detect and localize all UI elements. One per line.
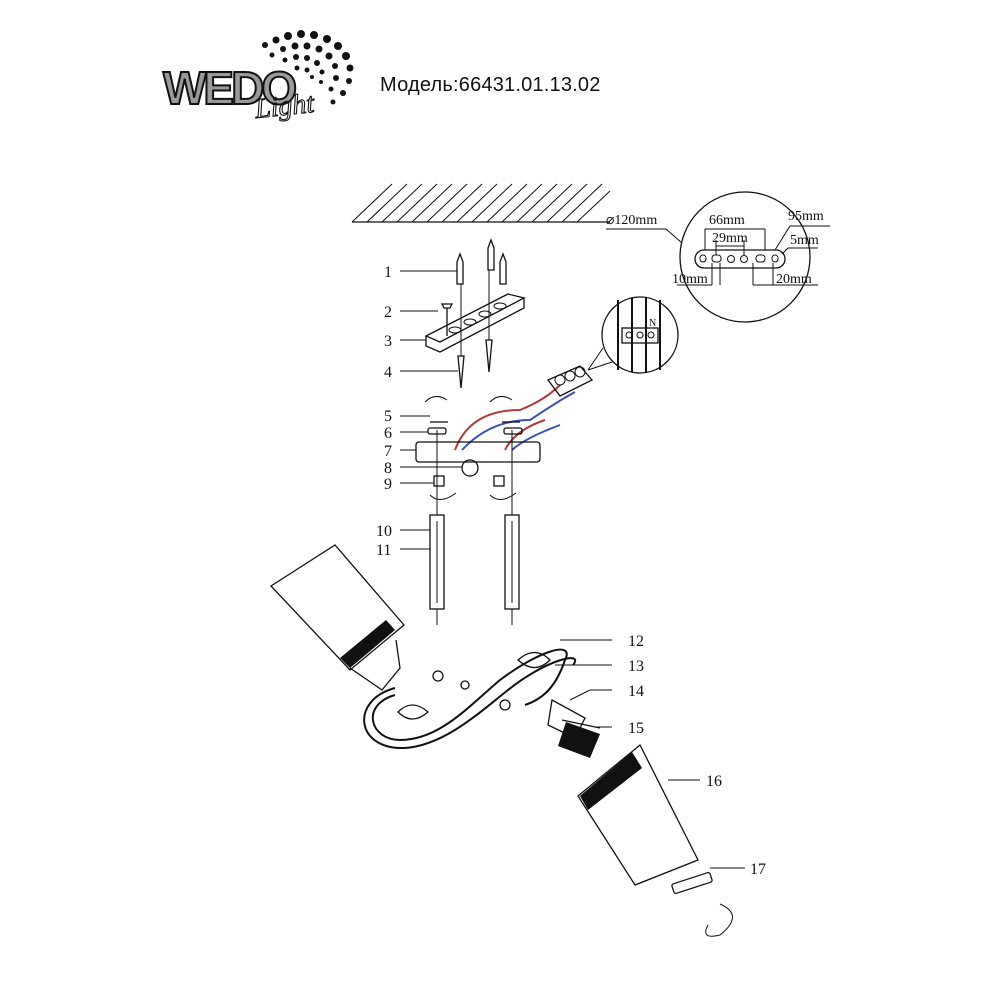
part-label-14: 14	[628, 683, 644, 700]
lamp-holder	[547, 698, 601, 758]
terminal-block-callout: N	[587, 296, 679, 374]
dim-29: 29mm	[712, 231, 748, 246]
mounting-plate-detail: ⌀120mm 66mm 95mm 29mm 5mm 10mm 20mm	[606, 191, 830, 323]
part-label-16: 16	[706, 773, 722, 790]
dim-20: 20mm	[776, 272, 812, 287]
part-label-10: 10	[376, 523, 392, 540]
shade-upper	[269, 544, 405, 691]
part-labels: 1 2 3 4 5 6 7 8 9 10 11 12 13 14 15 16 1…	[376, 264, 766, 878]
canopy-assembly	[415, 421, 541, 487]
dim-5: 5mm	[790, 233, 819, 248]
brand-logo: WEDO Light	[162, 30, 354, 126]
frame-arm	[363, 648, 577, 750]
part-label-5: 5	[384, 408, 392, 425]
rotation-arrows	[424, 396, 517, 500]
dim-95: 95mm	[788, 209, 824, 224]
part-label-1: 1	[384, 264, 392, 281]
mounting-bar	[424, 293, 526, 353]
shade-lower	[577, 743, 699, 886]
crystal-pendants	[397, 651, 551, 720]
part-label-11: 11	[376, 542, 391, 559]
dim-diameter: ⌀120mm	[606, 213, 657, 228]
suspension-rods	[429, 430, 520, 625]
dim-66: 66mm	[709, 213, 745, 228]
logo-wordmark: WEDO	[163, 62, 295, 114]
part-label-3: 3	[384, 333, 392, 350]
ceiling-hatch	[351, 183, 611, 223]
wires	[454, 384, 576, 451]
logo-script: Light	[252, 88, 316, 125]
fixing-screws	[440, 238, 507, 389]
part-label-7: 7	[384, 443, 392, 460]
part-label-2: 2	[384, 304, 392, 321]
shade-ring	[671, 871, 733, 937]
dim-10: 10mm	[672, 272, 708, 287]
terminal-block	[546, 365, 594, 397]
part-label-6: 6	[384, 425, 392, 442]
part-label-8: 8	[384, 460, 392, 477]
part-label-15: 15	[628, 720, 644, 737]
logo-dot-swirl	[262, 30, 354, 105]
part-label-17: 17	[750, 861, 766, 878]
part-label-12: 12	[628, 633, 644, 650]
terminal-neutral-letter: N	[649, 318, 656, 329]
model-title: Модель:66431.01.13.02	[380, 74, 601, 96]
part-label-9: 9	[384, 476, 392, 493]
part-label-4: 4	[384, 364, 392, 381]
part-label-13: 13	[628, 658, 644, 675]
